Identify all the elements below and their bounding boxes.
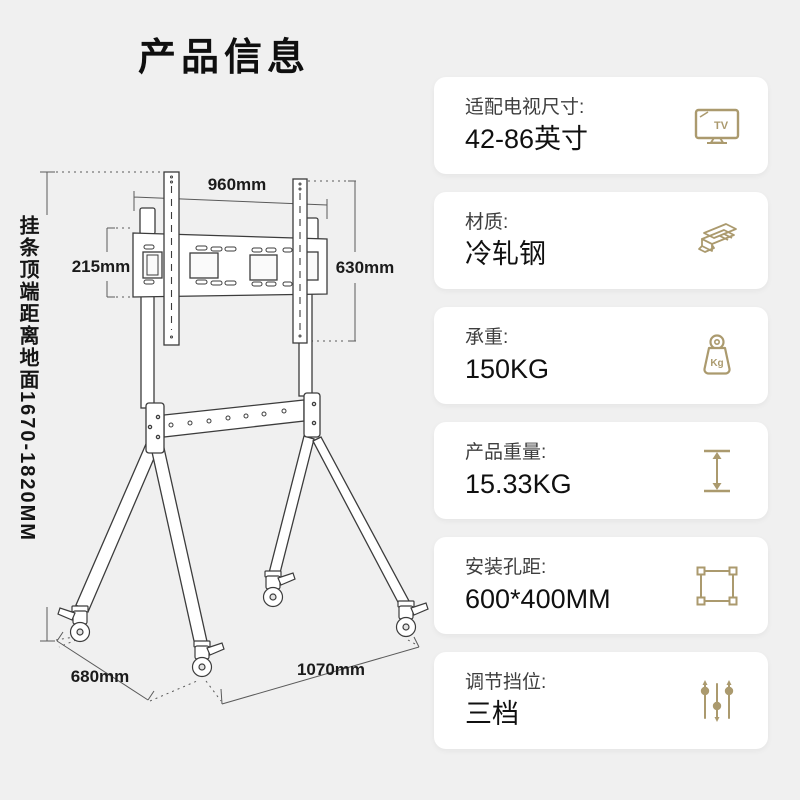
spec-value: 15.33KG	[465, 468, 572, 499]
spec-card-hole-pattern: 安装孔距: 600*400MM	[434, 537, 768, 634]
weight-icon: Kg	[692, 331, 742, 381]
spec-card-material: 材质: 冷轧钢	[434, 192, 768, 289]
sliders-icon	[692, 676, 742, 726]
dim-top-width: 960mm	[208, 175, 267, 194]
tv-stand-drawing: 960mm 215mm 630mm 680mm 1070mm	[40, 171, 429, 705]
spec-card-load: 承重: 150KG Kg	[434, 307, 768, 404]
spec-card-adjust-levels: 调节挡位: 三档	[434, 652, 768, 749]
spec-value: 三档	[465, 698, 519, 729]
height-range-note: 挂条顶端距离地面1670-1820MM	[16, 215, 38, 542]
spec-label: 承重:	[465, 326, 509, 348]
spec-card-weight: 产品重量: 15.33KG	[434, 422, 768, 519]
spec-label: 材质:	[465, 211, 509, 233]
front-left-leg	[151, 447, 209, 651]
rear-right-leg	[268, 435, 315, 578]
svg-text:Kg: Kg	[710, 358, 723, 369]
left-junction	[145, 402, 165, 454]
spec-label: 产品重量:	[465, 441, 547, 463]
right-junction	[303, 392, 321, 438]
dim-base-width: 1070mm	[297, 660, 365, 679]
dim-base-depth: 680mm	[71, 667, 130, 686]
dim-hanging-bar-length: 630mm	[336, 258, 395, 277]
spec-label: 适配电视尺寸:	[465, 96, 585, 118]
spec-card-tv-size: 适配电视尺寸: 42-86英寸 TV	[434, 77, 768, 174]
front-right-caster	[395, 600, 429, 638]
spec-card-list: 适配电视尺寸: 42-86英寸 TV 材质: 冷轧钢	[434, 77, 768, 767]
left-pole	[140, 289, 155, 409]
spec-label: 安装孔距:	[465, 556, 547, 578]
height-adjust-icon	[692, 446, 742, 496]
rear-left-caster	[57, 605, 91, 643]
product-diagram: 960mm 215mm 630mm 680mm 1070mm 挂条顶端距离地面1…	[16, 171, 429, 705]
left-pole-top	[139, 207, 156, 235]
spec-label: 调节挡位:	[465, 671, 547, 693]
spec-value: 冷轧钢	[465, 238, 546, 269]
page-title: 产品信息	[138, 37, 311, 79]
crossbar	[163, 399, 305, 438]
mounting-plate	[132, 232, 328, 298]
front-right-leg	[312, 436, 410, 607]
spec-value: 600*400MM	[465, 583, 611, 614]
tv-icon: TV	[692, 101, 742, 151]
left-hanging-bar	[163, 171, 180, 346]
steel-icon	[692, 216, 742, 266]
dim-bracket-height: 215mm	[72, 257, 131, 276]
spec-value: 150KG	[465, 353, 550, 384]
mounting-holes-icon	[692, 561, 742, 611]
svg-text:TV: TV	[714, 120, 729, 132]
spec-value: 42-86英寸	[465, 123, 589, 154]
rear-right-caster	[262, 570, 296, 608]
rear-left-leg	[75, 443, 159, 613]
right-hanging-bar	[292, 178, 308, 344]
front-left-caster	[191, 640, 225, 678]
stand-structure	[57, 171, 429, 678]
